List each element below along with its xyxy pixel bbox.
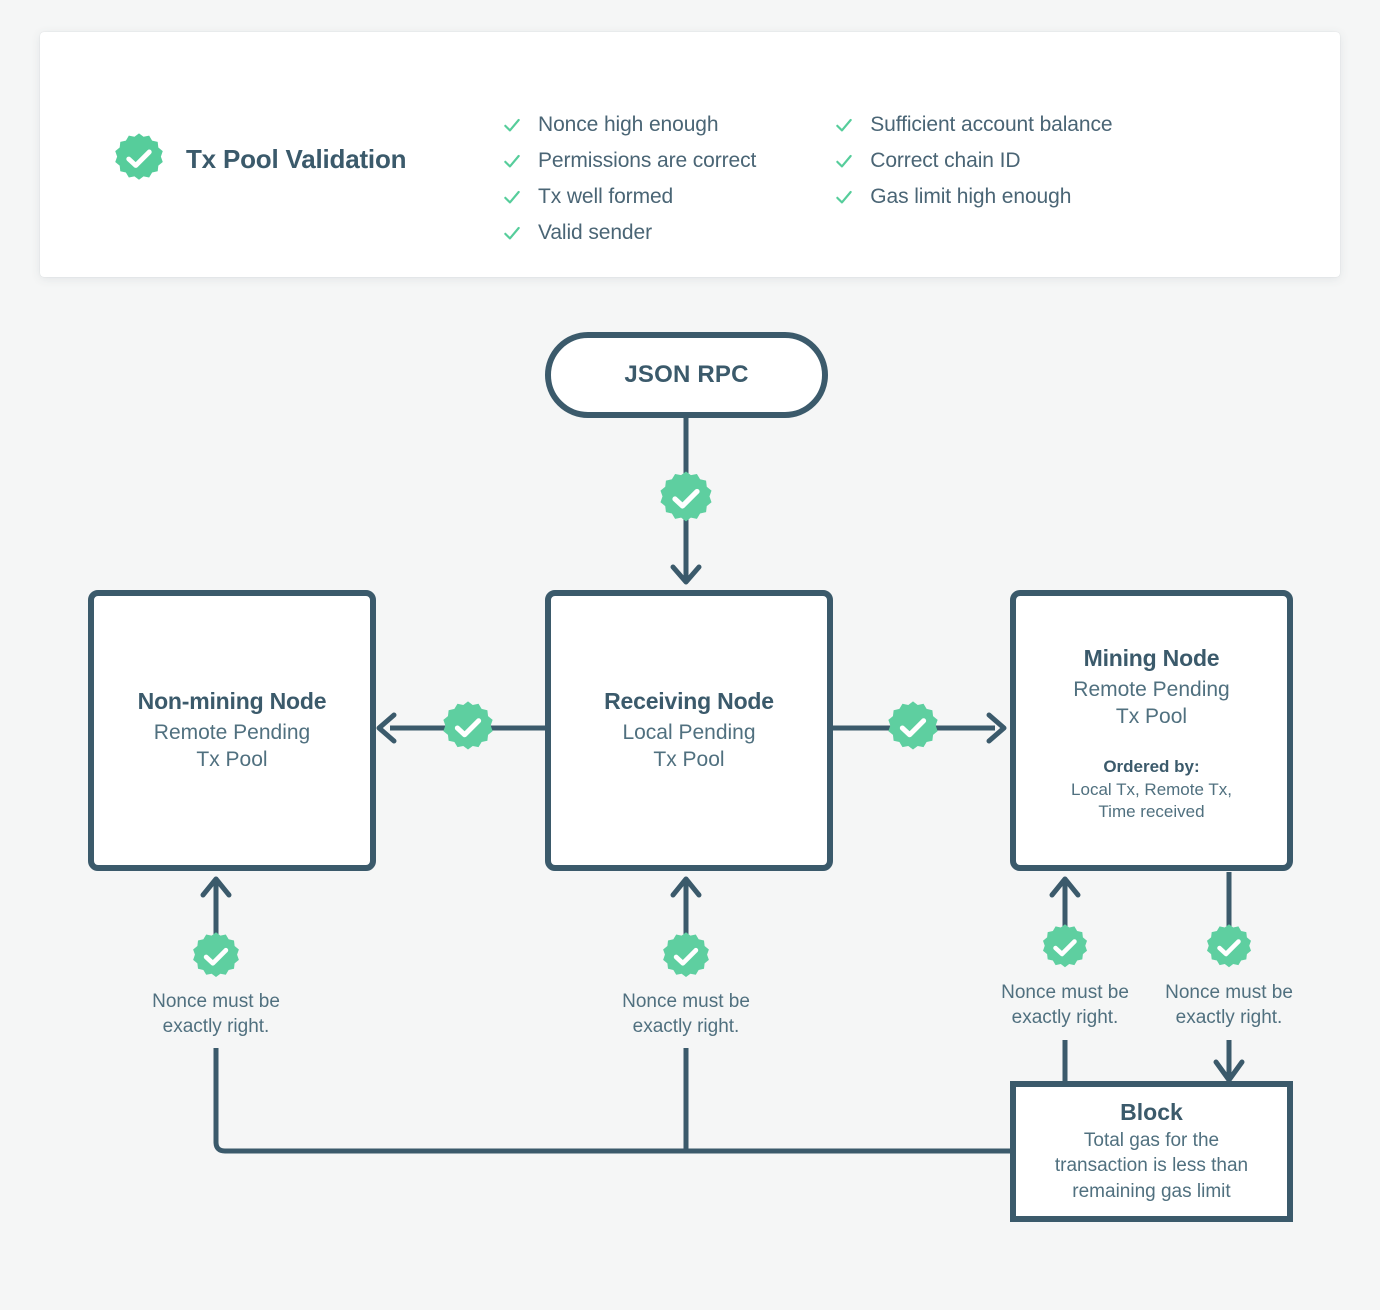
block-subtitle: Total gas for the transaction is less th… bbox=[1054, 1130, 1249, 1202]
node-title: Mining Node bbox=[1083, 645, 1220, 671]
checklist-item: Nonce high enough bbox=[502, 110, 756, 139]
checklist-item: Permissions are correct bbox=[502, 146, 756, 175]
check-badge-icon bbox=[440, 700, 496, 756]
check-badge-icon bbox=[1040, 923, 1090, 973]
checklist-column-left: Nonce high enough Permissions are correc… bbox=[502, 110, 756, 247]
check-icon bbox=[504, 154, 520, 167]
checklist-item-label: Nonce high enough bbox=[538, 112, 719, 136]
checklist-item-label: Tx well formed bbox=[538, 184, 674, 208]
checklist-item-label: Sufficient account balance bbox=[870, 112, 1113, 136]
checklist-item: Valid sender bbox=[502, 218, 756, 247]
check-badge-icon bbox=[112, 132, 166, 186]
check-icon bbox=[836, 118, 853, 131]
nonce-note: Nonce must be exactly right. bbox=[1001, 982, 1129, 1028]
check-badge-icon bbox=[1204, 923, 1254, 973]
card-title: Tx Pool Validation bbox=[186, 143, 407, 174]
node-title: Non-mining Node bbox=[137, 688, 327, 715]
check-icon bbox=[504, 118, 520, 131]
json-rpc-label: JSON RPC bbox=[624, 361, 749, 388]
checklist-item: Sufficient account balance bbox=[834, 110, 1113, 139]
checklist-item-label: Valid sender bbox=[538, 220, 652, 244]
checklist-item: Tx well formed bbox=[502, 182, 756, 211]
mining-node[interactable]: Mining Node Remote Pending Tx Pool Order… bbox=[1010, 590, 1293, 871]
check-badge-icon bbox=[660, 931, 712, 983]
receiving-node[interactable]: Receiving Node Local Pending Tx Pool bbox=[545, 590, 833, 871]
card-heading: Tx Pool Validation bbox=[112, 132, 407, 186]
nonce-note: Nonce must be exactly right. bbox=[152, 991, 280, 1037]
node-subtitle: Local Pending Tx Pool bbox=[622, 721, 756, 771]
check-icon bbox=[504, 226, 520, 239]
check-icon bbox=[504, 190, 520, 203]
nonce-note: Nonce must be exactly right. bbox=[1165, 982, 1293, 1028]
node-title: Receiving Node bbox=[604, 688, 774, 715]
checklist-item-label: Correct chain ID bbox=[870, 148, 1021, 172]
non-mining-node[interactable]: Non-mining Node Remote Pending Tx Pool bbox=[88, 590, 376, 871]
checklist-item: Correct chain ID bbox=[834, 146, 1112, 175]
block-title: Block bbox=[1120, 1099, 1183, 1126]
check-badge-icon bbox=[885, 700, 941, 756]
check-icon bbox=[836, 154, 853, 167]
check-badge-icon bbox=[190, 931, 242, 983]
json-rpc-node[interactable]: JSON RPC bbox=[545, 332, 828, 418]
ordered-by-label: Ordered by: bbox=[1103, 756, 1200, 776]
check-badge-icon bbox=[657, 470, 715, 528]
node-subtitle: Remote Pending Tx Pool bbox=[1073, 677, 1230, 728]
validation-checklist: Nonce high enough Permissions are correc… bbox=[502, 110, 1113, 247]
block-node[interactable]: Block Total gas for the transaction is l… bbox=[1010, 1081, 1293, 1222]
checklist-column-right: Sufficient account balance Correct chain… bbox=[834, 110, 1113, 247]
tx-pool-validation-card: Tx Pool Validation Nonce high enough Per… bbox=[40, 32, 1340, 277]
checklist-item: Gas limit high enough bbox=[834, 182, 1112, 211]
checklist-item-label: Gas limit high enough bbox=[870, 184, 1072, 208]
ordered-by-text: Local Tx, Remote Tx, Time received bbox=[1071, 779, 1232, 821]
checklist-item-label: Permissions are correct bbox=[538, 148, 757, 172]
node-subtitle: Remote Pending Tx Pool bbox=[153, 721, 311, 771]
check-icon bbox=[836, 190, 853, 203]
nonce-note: Nonce must be exactly right. bbox=[622, 991, 750, 1037]
